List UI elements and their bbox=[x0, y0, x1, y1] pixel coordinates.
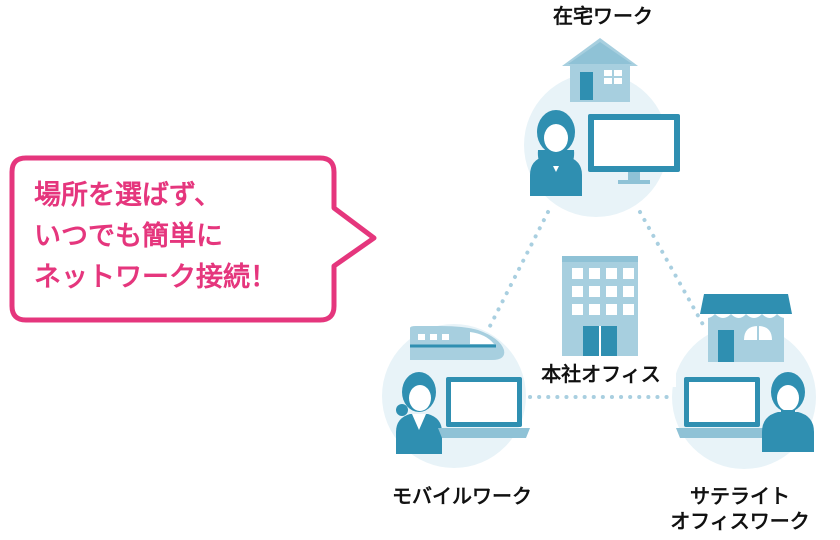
connector-home-mobile bbox=[486, 210, 550, 332]
person-woman-icon bbox=[530, 110, 582, 196]
callout-line-2: いつでも簡単に bbox=[34, 221, 223, 252]
shop-icon bbox=[700, 294, 792, 362]
bullet-train-icon bbox=[410, 326, 505, 360]
laptop-icon bbox=[676, 377, 768, 438]
mobile-work-label: モバイルワーク bbox=[392, 484, 532, 508]
satellite-label-line-1: サテライト bbox=[690, 484, 790, 508]
connector-lines bbox=[486, 210, 708, 399]
headquarters-label: 本社オフィス bbox=[526, 362, 676, 387]
person-woman-icon bbox=[396, 372, 442, 454]
laptop-icon bbox=[438, 377, 530, 438]
callout-line-3: ネットワーク接続！ bbox=[34, 262, 277, 293]
house-icon bbox=[562, 38, 638, 102]
connector-home-satellite bbox=[638, 210, 708, 332]
home-work-label: 在宅ワーク bbox=[553, 4, 653, 28]
callout-line-1: 場所を選ばず、 bbox=[34, 180, 222, 211]
person-man-icon bbox=[762, 372, 814, 452]
callout-text: 場所を選ばず、 いつでも簡単に ネットワーク接続！ bbox=[34, 175, 334, 298]
office-building-icon bbox=[562, 256, 638, 356]
satellite-label-line-2: オフィスワーク bbox=[670, 509, 810, 533]
desktop-monitor-icon bbox=[588, 114, 680, 184]
callout-bubble bbox=[9, 155, 377, 323]
satellite-office-label: サテライト オフィスワーク bbox=[640, 484, 840, 534]
